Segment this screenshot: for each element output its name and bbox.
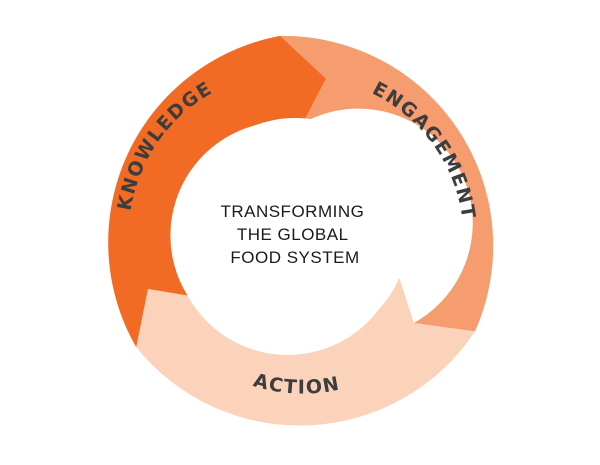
center-title: TRANSFORMING THE GLOBAL FOOD SYSTEM bbox=[220, 202, 369, 267]
center-title-line-1: TRANSFORMING bbox=[220, 202, 364, 221]
action-segment bbox=[136, 271, 475, 426]
knowledge-segment bbox=[108, 35, 327, 348]
center-title-line-3: FOOD SYSTEM bbox=[230, 248, 359, 267]
center-circle bbox=[181, 118, 409, 346]
engagement-segment bbox=[280, 35, 494, 332]
center-title-line-2: THE GLOBAL bbox=[237, 225, 348, 244]
